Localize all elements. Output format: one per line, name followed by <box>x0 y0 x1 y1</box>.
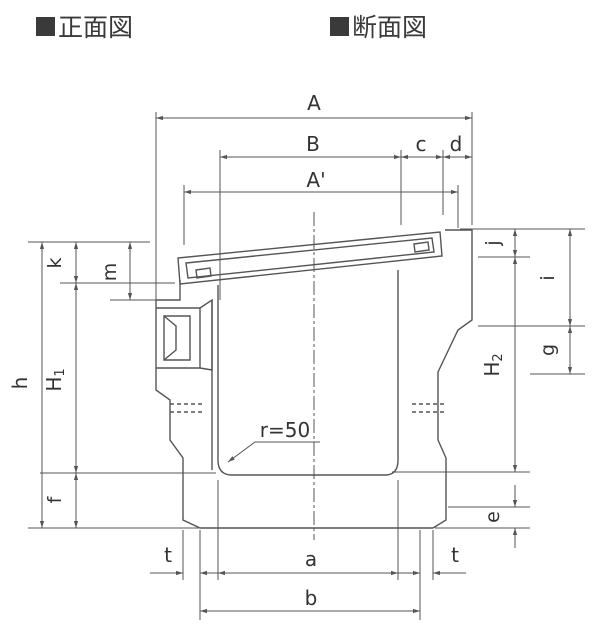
label-A: A <box>307 91 321 115</box>
clamp-inner <box>163 315 191 361</box>
label-a: a <box>305 547 317 571</box>
label-H1: H1 <box>42 368 68 391</box>
label-H2: H2 <box>480 353 506 376</box>
label-i: i <box>537 275 559 280</box>
label-t-left: t <box>164 543 172 567</box>
grating-inner <box>185 237 435 279</box>
label-H1-sub: 1 <box>53 368 68 376</box>
label-B: B <box>306 132 320 156</box>
label-m: m <box>99 263 121 282</box>
label-t-right: t <box>451 543 459 567</box>
label-H2-main: H <box>480 362 504 377</box>
label-f: f <box>44 495 66 503</box>
section-view-heading: 断面図 <box>330 8 427 44</box>
gutter-body <box>155 229 473 529</box>
label-H2-sub: 2 <box>491 353 506 361</box>
grating-outer <box>177 231 443 285</box>
grating-lug-right <box>413 241 430 253</box>
label-r: r=50 <box>260 418 310 442</box>
label-e: e <box>482 511 504 523</box>
inner-channel <box>217 270 399 476</box>
right-dashed-detail <box>412 403 446 413</box>
grating-lug-left <box>195 267 212 279</box>
label-h: h <box>8 377 32 390</box>
label-d: d <box>450 132 463 156</box>
label-g: g <box>537 344 559 356</box>
label-A-prime: A' <box>306 168 325 192</box>
radius-leader <box>227 441 320 463</box>
square-bullet-icon <box>36 16 55 36</box>
front-view-heading: 正面図 <box>36 8 133 44</box>
clamp-box <box>156 307 201 369</box>
label-c: c <box>416 132 427 156</box>
label-b: b <box>305 586 318 610</box>
left-outer-wall <box>156 280 181 301</box>
right-outer-wall <box>432 229 473 529</box>
dimension-lines <box>39 115 573 614</box>
square-bullet-icon <box>330 16 349 36</box>
label-j: j <box>482 240 504 246</box>
clamp-diag <box>163 315 177 361</box>
clamp-side <box>199 298 213 371</box>
left-flange <box>155 300 201 529</box>
label-k: k <box>44 257 66 268</box>
extension-lines <box>28 112 585 620</box>
section-view-label: 断面図 <box>352 13 428 42</box>
left-dashed-detail <box>170 403 205 413</box>
front-view-label: 正面図 <box>58 13 134 42</box>
label-H1-main: H <box>42 377 66 392</box>
